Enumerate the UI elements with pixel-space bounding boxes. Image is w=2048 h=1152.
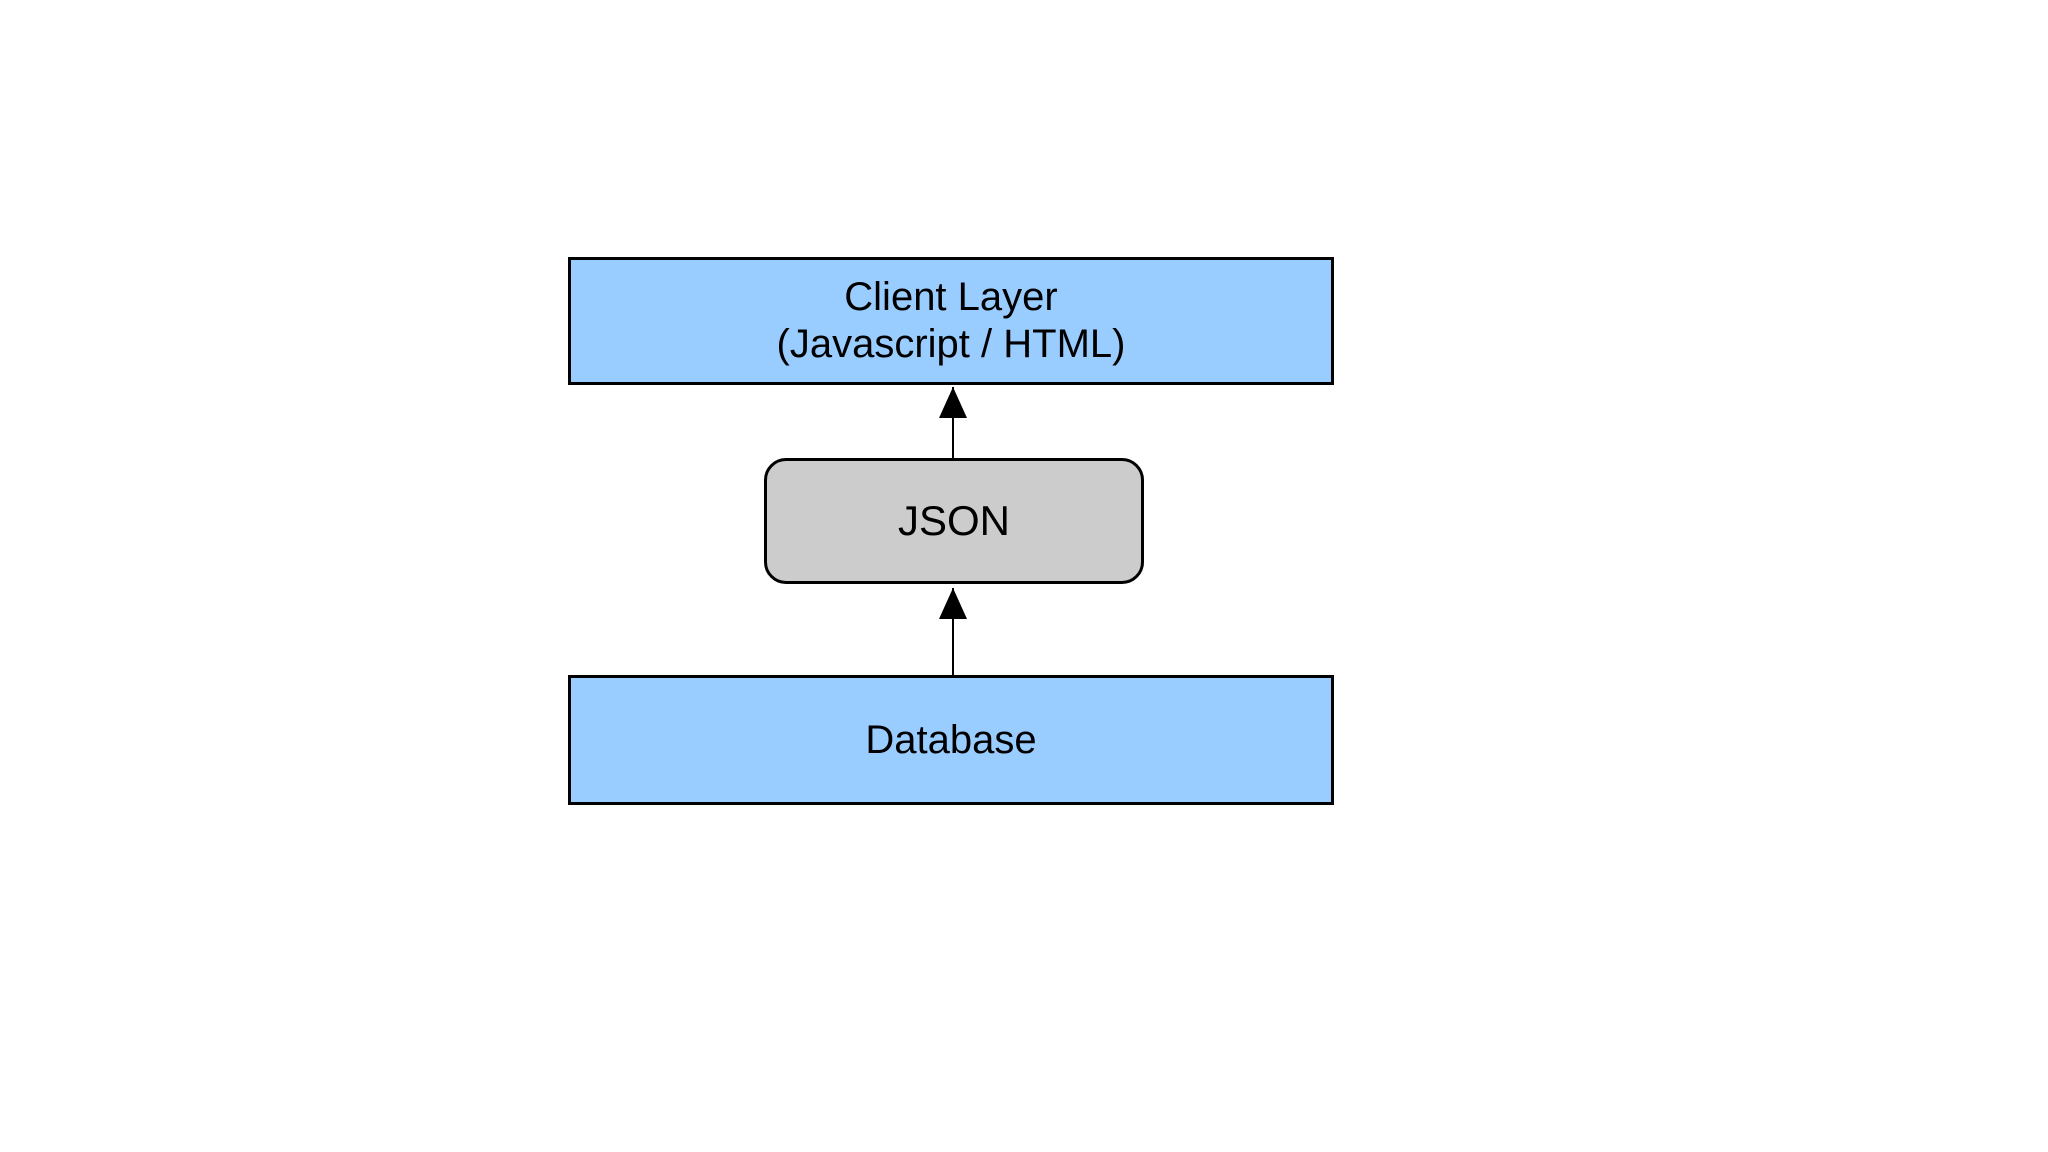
json-node: JSON <box>764 458 1144 584</box>
edge-database-to-json-line <box>952 588 954 675</box>
edge-database-to-json-arrowhead-icon <box>939 588 967 619</box>
json-node-label: JSON <box>897 497 1010 545</box>
edge-json-to-client-arrowhead-icon <box>939 387 967 418</box>
database-node: Database <box>568 675 1334 805</box>
edge-json-to-client-line <box>952 387 954 458</box>
client-layer-node: Client Layer (Javascript / HTML) <box>568 257 1334 385</box>
database-node-label: Database <box>865 717 1037 762</box>
client-layer-label-line2: (Javascript / HTML) <box>776 322 1126 366</box>
client-layer-label-line1: Client Layer <box>844 275 1058 320</box>
